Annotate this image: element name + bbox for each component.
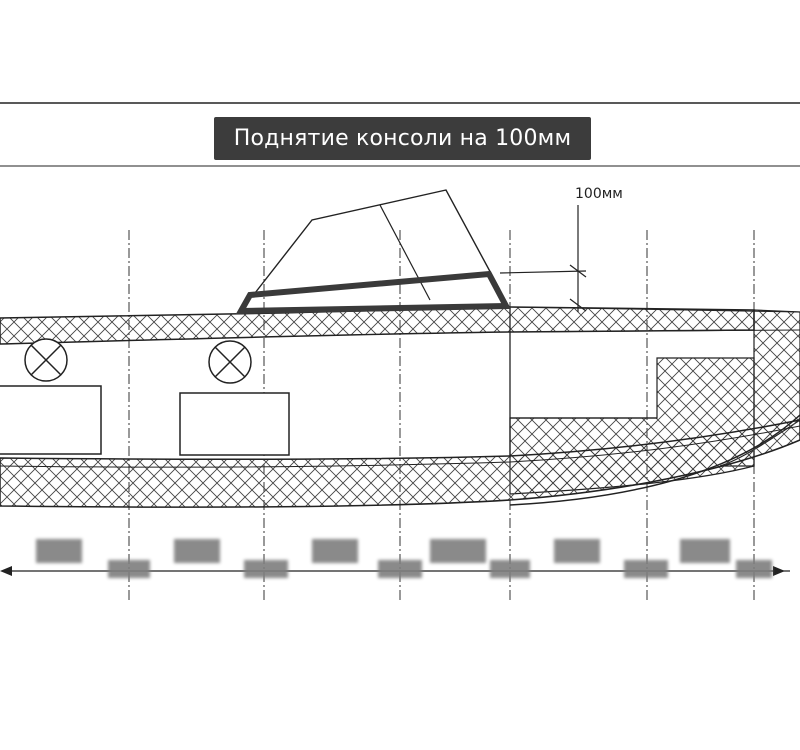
blurred-dimension	[244, 560, 288, 578]
dimension-100mm	[499, 205, 587, 312]
blurred-dimension	[430, 539, 486, 563]
deck-extension-line	[509, 306, 800, 313]
blurred-dimension	[490, 560, 530, 578]
hull-bottom-hatch	[0, 419, 800, 508]
dimension-label: 100мм	[575, 186, 623, 202]
windshield-outline	[254, 189, 501, 294]
blurred-dimension	[378, 560, 422, 578]
deck-hatch	[0, 306, 755, 345]
seat-box-center	[179, 392, 290, 456]
arrow-right-icon	[773, 566, 785, 576]
blurred-dimension	[736, 560, 772, 578]
blurred-dimension	[174, 539, 220, 563]
arrow-left-icon	[0, 566, 12, 576]
blurred-dimension	[312, 539, 358, 563]
windshield-divider	[379, 204, 431, 301]
raised-console	[235, 270, 511, 315]
lamp-icon-left	[24, 338, 68, 382]
blurred-dimension	[624, 560, 668, 578]
title-banner: Поднятие консоли на 100мм	[214, 117, 591, 160]
hull-inner-line	[0, 425, 800, 468]
seat-box-left	[0, 385, 102, 455]
bow-curve	[509, 414, 800, 506]
blurred-dimension	[554, 539, 600, 563]
lamp-icon-center	[208, 340, 252, 384]
blurred-dimension	[36, 539, 82, 563]
deck-extension-line-2	[509, 329, 800, 333]
blurred-dimension	[108, 560, 150, 578]
blurred-dimension	[680, 539, 730, 563]
